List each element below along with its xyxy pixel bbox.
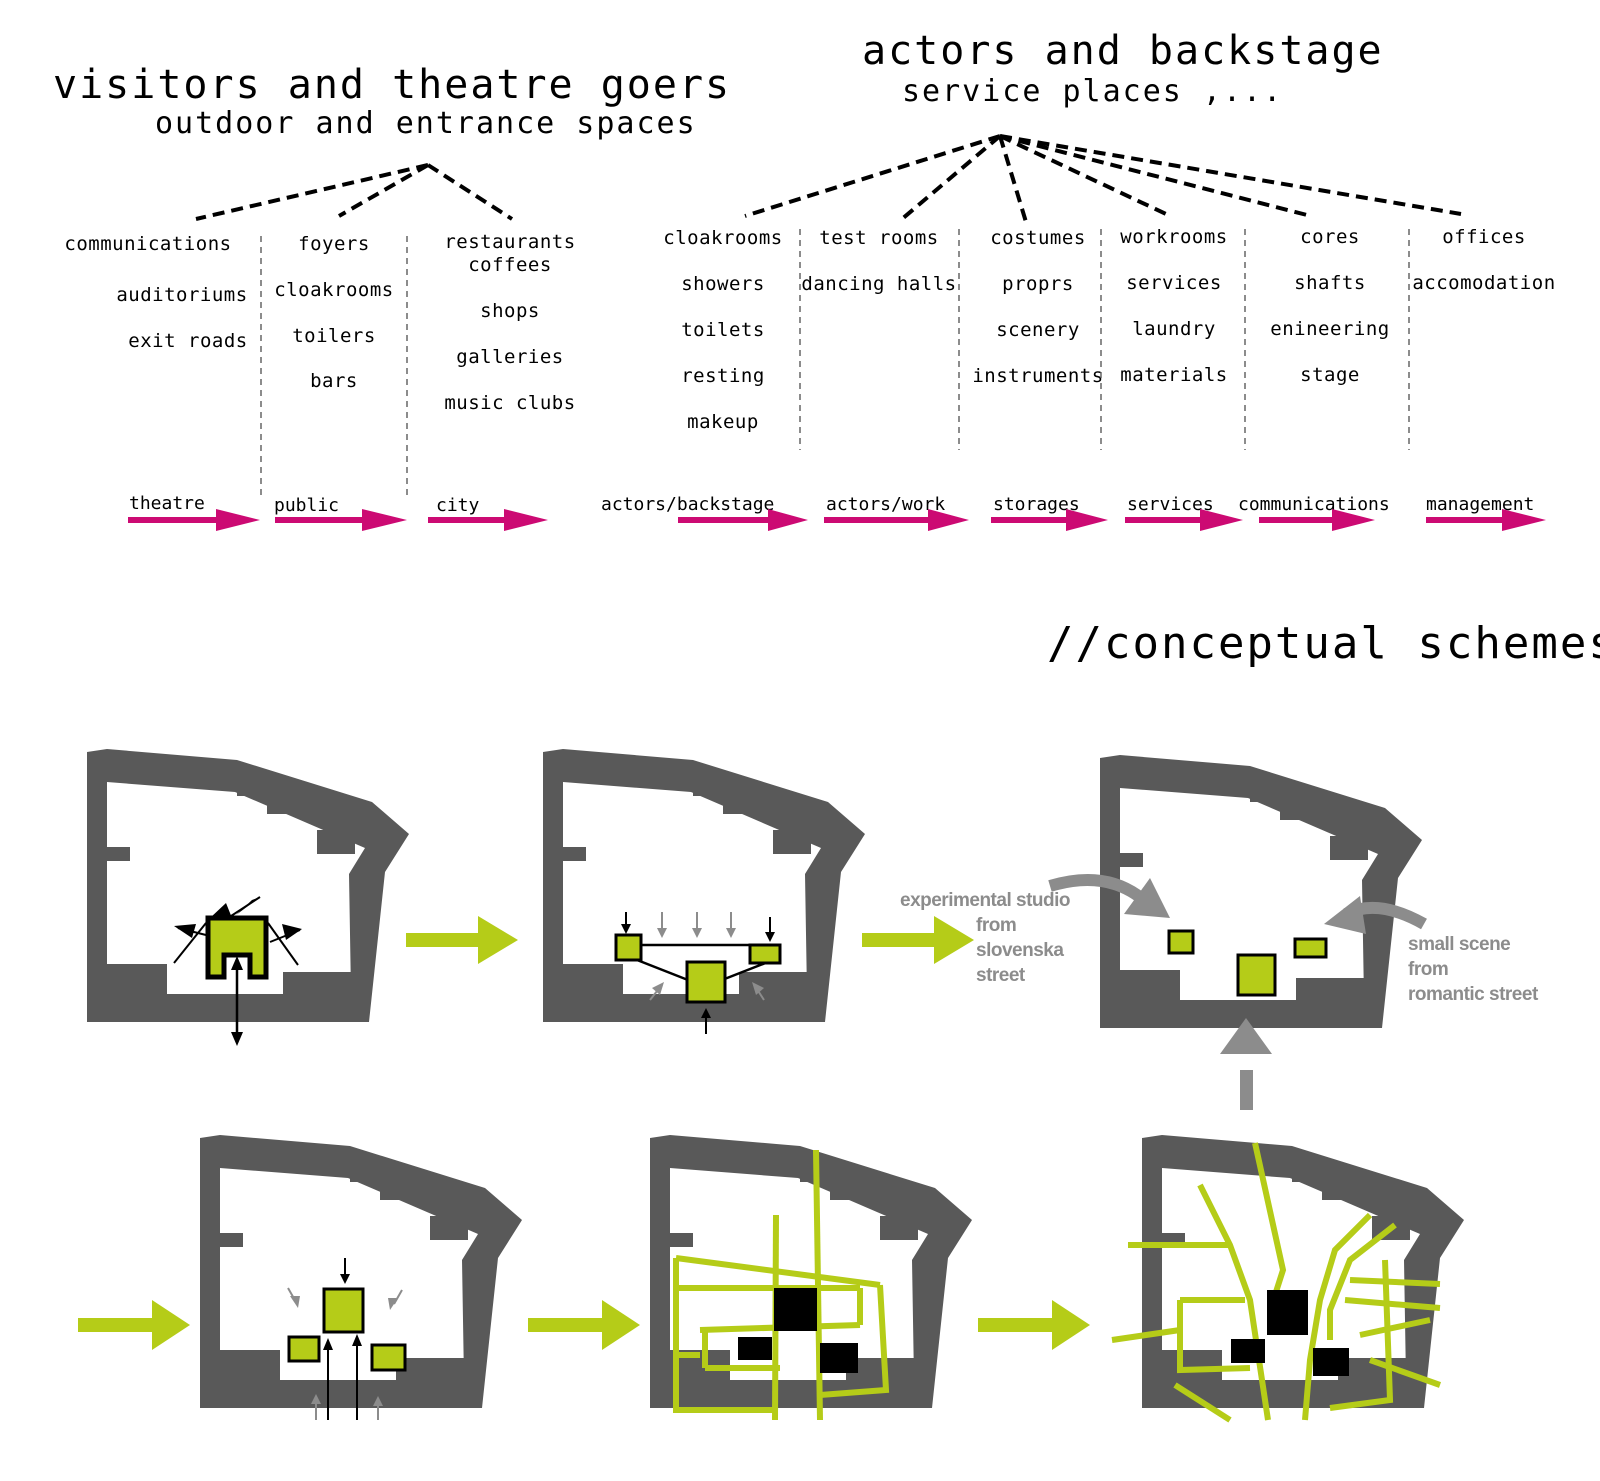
column-item: workrooms bbox=[1120, 226, 1228, 248]
green-arrow bbox=[862, 916, 974, 964]
note-experimental-studio: experimental studio from slovenska stree… bbox=[900, 888, 1071, 988]
actors-title: actors and backstage bbox=[862, 28, 1384, 74]
note-line: experimental studio bbox=[900, 890, 1071, 911]
column-item: proprs bbox=[1002, 273, 1074, 295]
scheme-3 bbox=[1048, 755, 1427, 1110]
magenta-arrow bbox=[824, 509, 969, 531]
column-item: cores bbox=[1300, 226, 1360, 248]
column-item: enineering bbox=[1270, 318, 1390, 340]
visitors-title: visitors and theatre goers bbox=[53, 62, 732, 108]
magenta-arrow bbox=[428, 509, 548, 531]
column-item: showers bbox=[681, 273, 765, 295]
column-item: coffees bbox=[468, 254, 552, 276]
column-item: materials bbox=[1120, 364, 1228, 386]
actors-tree bbox=[744, 134, 1462, 223]
column-item: bars bbox=[310, 370, 358, 392]
circulation-paths bbox=[673, 1149, 890, 1421]
magenta-arrow bbox=[991, 509, 1108, 531]
column-item: communications bbox=[64, 233, 232, 255]
column-item: services bbox=[1126, 272, 1222, 294]
visitors-tree bbox=[195, 163, 514, 221]
category-label: public bbox=[274, 495, 340, 516]
column-item: costumes bbox=[990, 227, 1086, 249]
green-arrow bbox=[406, 916, 518, 964]
column-item: cloakrooms bbox=[274, 279, 394, 301]
column-item: shops bbox=[480, 300, 540, 322]
column-item: accomodation bbox=[1412, 272, 1556, 294]
column-item: test rooms bbox=[819, 227, 939, 249]
column-item: stage bbox=[1300, 364, 1360, 386]
building-plan bbox=[650, 1135, 972, 1408]
note-line: street bbox=[976, 965, 1025, 986]
magenta-arrow bbox=[128, 509, 260, 531]
building-plan bbox=[200, 1135, 522, 1408]
magenta-arrow bbox=[678, 509, 808, 531]
visitors-subtitle: outdoor and entrance spaces bbox=[155, 106, 697, 141]
note-line: slovenska bbox=[976, 940, 1064, 961]
note-line: from bbox=[976, 915, 1017, 936]
note-line: small scene bbox=[1408, 934, 1511, 955]
column-dividers bbox=[260, 229, 1410, 495]
category-label: communications bbox=[1238, 494, 1390, 515]
scheme-5 bbox=[650, 1135, 972, 1421]
category-label: actors/backstage bbox=[601, 494, 775, 515]
scheme-4 bbox=[78, 1135, 522, 1420]
column-item: foyers bbox=[298, 233, 370, 255]
magenta-arrow bbox=[1426, 509, 1546, 531]
category-arrows bbox=[128, 509, 1546, 531]
column-item: galleries bbox=[456, 346, 564, 368]
green-arrow bbox=[528, 1300, 640, 1350]
column-item: dancing halls bbox=[801, 273, 957, 295]
column-item: auditoriums bbox=[116, 284, 248, 306]
category-label: theatre bbox=[129, 493, 205, 514]
column-item: toilets bbox=[681, 319, 765, 341]
building-plan bbox=[87, 749, 409, 1022]
green-arrow bbox=[78, 1300, 190, 1350]
column-item: laundry bbox=[1132, 318, 1216, 340]
category-label: services bbox=[1127, 494, 1214, 515]
column-item: makeup bbox=[687, 411, 759, 433]
magenta-arrow bbox=[275, 509, 407, 531]
scheme-6 bbox=[1111, 1135, 1464, 1423]
category-label: management bbox=[1426, 494, 1535, 515]
category-label: storages bbox=[993, 494, 1080, 515]
column-item: restaurants bbox=[444, 231, 576, 253]
category-label: city bbox=[436, 495, 480, 516]
column-item: cloakrooms bbox=[663, 227, 783, 249]
column-item: resting bbox=[681, 365, 765, 387]
magenta-arrow bbox=[1259, 509, 1375, 531]
circulation-paths bbox=[1111, 1142, 1442, 1423]
column-item: shafts bbox=[1294, 272, 1366, 294]
column-item: exit roads bbox=[128, 330, 248, 352]
magenta-arrow bbox=[1125, 509, 1243, 531]
scheme-2 bbox=[543, 749, 865, 1034]
note-small-scene: small scene from romantic street bbox=[1408, 932, 1538, 1007]
column-item: instruments bbox=[972, 365, 1104, 387]
column-item: toilers bbox=[292, 325, 376, 347]
column-item: music clubs bbox=[444, 392, 576, 414]
note-line: romantic street bbox=[1408, 984, 1538, 1005]
column-item: scenery bbox=[996, 319, 1080, 341]
category-label: actors/work bbox=[826, 494, 946, 515]
actors-subtitle: service places ,... bbox=[902, 74, 1284, 109]
scheme-1 bbox=[87, 749, 409, 1046]
note-line: from bbox=[1408, 959, 1449, 980]
column-item: offices bbox=[1442, 226, 1526, 248]
schemes-title: //conceptual schemes bbox=[1047, 618, 1600, 669]
green-arrow bbox=[978, 1300, 1090, 1350]
